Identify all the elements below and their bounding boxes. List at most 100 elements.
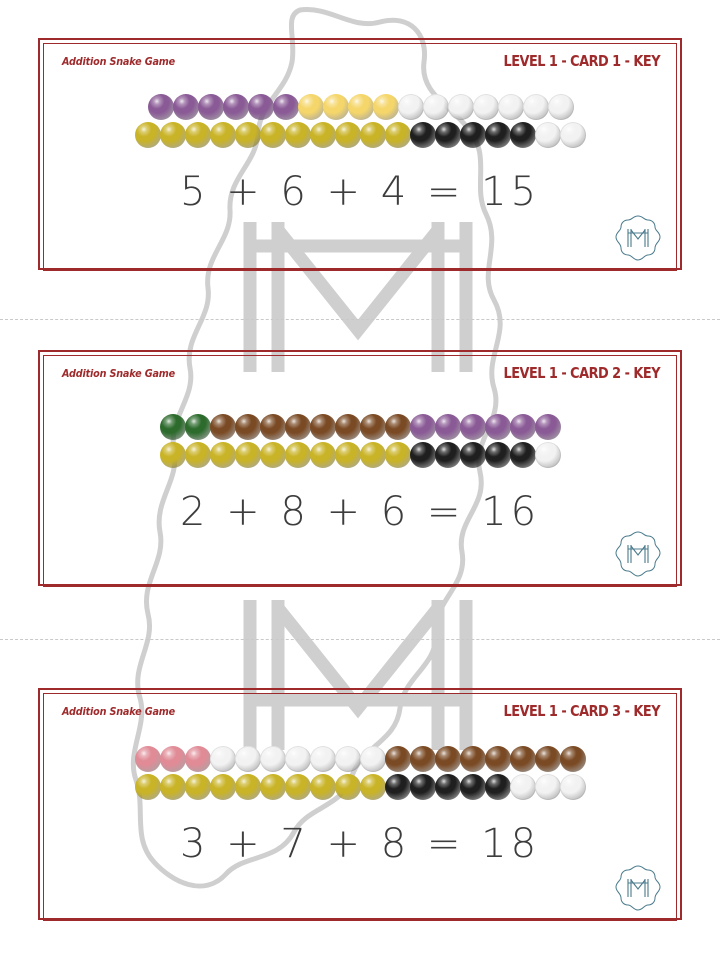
bead-brown: [235, 414, 261, 440]
bead-gold: [210, 442, 236, 468]
bead-black: [385, 774, 411, 800]
bead-gold: [235, 122, 261, 148]
bead-brown: [435, 746, 461, 772]
bead-brown: [485, 746, 511, 772]
bead-brown: [210, 414, 236, 440]
card-level-label: LEVEL 1 - CARD 2 - KEY: [503, 364, 660, 382]
card-level-label: LEVEL 1 - CARD 1 - KEY: [503, 52, 660, 70]
bead-white: [397, 94, 424, 120]
bead-gold: [310, 122, 336, 148]
bead-brown: [460, 746, 486, 772]
bead-brown: [385, 746, 411, 772]
bead-gold: [335, 774, 361, 800]
bead-purple: [460, 414, 486, 440]
bead-green: [160, 414, 186, 440]
bead-pink: [135, 746, 161, 772]
equation: 5 + 6 + 4 = 15: [179, 169, 541, 215]
bead-purple: [147, 94, 174, 120]
bead-white: [235, 746, 261, 772]
bead-pink: [185, 746, 211, 772]
bead-brown: [535, 746, 561, 772]
bead-black: [435, 774, 461, 800]
bead-bars: [44, 746, 676, 802]
card-3[interactable]: Addition Snake Game LEVEL 1 - CARD 3 - K…: [38, 688, 682, 921]
bead-black: [510, 442, 536, 468]
bead-light_yellow: [347, 94, 374, 120]
bead-white: [535, 774, 561, 800]
bead-white: [335, 746, 361, 772]
bead-gold: [285, 774, 311, 800]
card-title: Addition Snake Game: [62, 368, 176, 380]
card-2-inner-border: Addition Snake Game LEVEL 1 - CARD 2 - K…: [43, 355, 677, 587]
card-title: Addition Snake Game: [62, 56, 176, 68]
bead-white: [447, 94, 474, 120]
bead-gold: [210, 122, 236, 148]
bead-gold: [185, 442, 211, 468]
bead-black: [410, 442, 436, 468]
bead-gold: [135, 122, 161, 148]
bead-gold: [235, 442, 261, 468]
bead-gold: [360, 122, 386, 148]
bead-purple: [172, 94, 199, 120]
bead-white: [535, 122, 561, 148]
bead-purple: [197, 94, 224, 120]
bead-brown: [285, 414, 311, 440]
bead-purple: [485, 414, 511, 440]
bead-white: [472, 94, 499, 120]
bead-gold: [135, 774, 161, 800]
bead-brown: [410, 746, 436, 772]
bead-green: [185, 414, 211, 440]
card-2[interactable]: Addition Snake Game LEVEL 1 - CARD 2 - K…: [38, 350, 682, 587]
bead-gold: [235, 774, 261, 800]
bead-black: [410, 122, 436, 148]
card-1[interactable]: Addition Snake Game LEVEL 1 - CARD 1 - K…: [38, 38, 682, 271]
bead-gold: [360, 442, 386, 468]
bead-white: [285, 746, 311, 772]
bead-gold: [210, 774, 236, 800]
colored-bead-row: [135, 746, 586, 772]
bead-gold: [360, 774, 386, 800]
bead-white: [360, 746, 386, 772]
bead-black: [435, 442, 461, 468]
bead-gold: [185, 122, 211, 148]
bead-brown: [335, 414, 361, 440]
bead-brown: [310, 414, 336, 440]
bead-purple: [410, 414, 436, 440]
bead-brown: [385, 414, 411, 440]
bead-gold: [260, 122, 286, 148]
bead-black: [510, 122, 536, 148]
golden-black-bead-row: [135, 774, 586, 800]
bead-white: [260, 746, 286, 772]
bead-brown: [560, 746, 586, 772]
bead-purple: [535, 414, 561, 440]
bead-purple: [435, 414, 461, 440]
bead-white: [497, 94, 524, 120]
bead-black: [410, 774, 436, 800]
monogram-badge: [615, 531, 661, 577]
bead-gold: [310, 774, 336, 800]
bead-white: [560, 122, 586, 148]
bead-black: [435, 122, 461, 148]
card-title: Addition Snake Game: [62, 706, 176, 718]
card-separator-2: [0, 639, 720, 640]
bead-brown: [510, 746, 536, 772]
monogram-badge: [615, 865, 661, 911]
bead-white: [310, 746, 336, 772]
golden-black-bead-row: [160, 442, 561, 468]
bead-light_yellow: [297, 94, 324, 120]
equation: 3 + 7 + 8 = 18: [179, 821, 541, 867]
bead-black: [485, 442, 511, 468]
bead-purple: [222, 94, 249, 120]
bead-brown: [260, 414, 286, 440]
bead-bars: [44, 94, 676, 150]
bead-light_yellow: [322, 94, 349, 120]
bead-bars: [44, 414, 676, 470]
bead-white: [535, 442, 561, 468]
monogram-badge: [615, 215, 661, 261]
card-separator-1: [0, 319, 720, 320]
bead-gold: [260, 442, 286, 468]
bead-pink: [160, 746, 186, 772]
bead-gold: [335, 122, 361, 148]
bead-black: [460, 122, 486, 148]
